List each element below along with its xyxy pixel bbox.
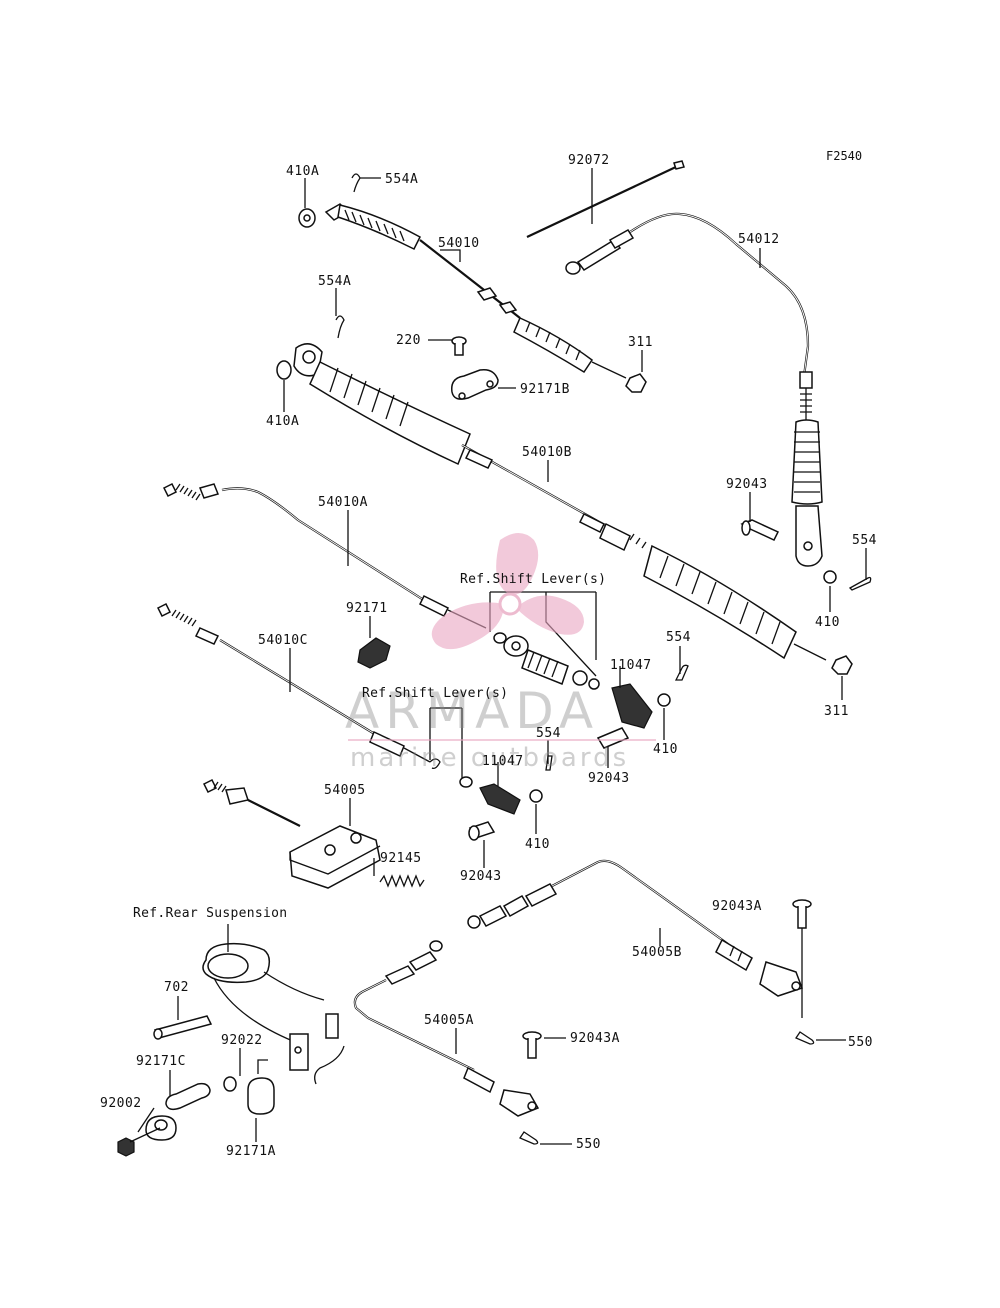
ref-rear-suspension: Ref.Rear Suspension [133, 906, 287, 921]
label-54010b: 54010B [522, 445, 572, 460]
washer-410-right [823, 570, 837, 584]
label-92072: 92072 [568, 153, 610, 168]
boot-54010b-left [309, 360, 471, 466]
label-550-right: 550 [848, 1035, 873, 1050]
cable-54010a [162, 482, 487, 629]
label-11047-top: 11047 [610, 658, 652, 673]
pin-92043a-lower [522, 1031, 542, 1059]
cable-54010b [276, 315, 853, 675]
pin-554a-top [351, 173, 361, 193]
ref-shift-lever-2: Ref.Shift Lever(s) [362, 686, 508, 701]
clevis-54005a [499, 1089, 540, 1117]
label-554-right: 554 [852, 533, 877, 548]
label-92145: 92145 [380, 851, 422, 866]
pin-550-lower [519, 1131, 539, 1145]
label-54010a: 54010A [318, 495, 368, 510]
label-554a-top: 554A [385, 172, 418, 187]
cable-54005b [467, 859, 803, 997]
watermark: ARMADA marine outboards [345, 533, 656, 773]
washer-92022 [223, 1076, 237, 1092]
pin-554a-mid [335, 315, 345, 339]
rod-702 [153, 1015, 213, 1039]
label-92171c: 92171C [136, 1054, 186, 1069]
label-554a-mid: 554A [318, 274, 351, 289]
label-311-top: 311 [628, 335, 653, 350]
label-410-right: 410 [815, 615, 840, 630]
pin-550-right [795, 1031, 815, 1045]
label-54005b: 54005B [632, 945, 682, 960]
bolt-92002 [117, 1137, 135, 1157]
clip-92171 [357, 637, 391, 669]
clamp-92171b [451, 368, 499, 400]
cable-54010 [298, 173, 647, 393]
nut-311-top [625, 373, 647, 393]
cable-54005a [353, 940, 540, 1117]
label-92171: 92171 [346, 601, 388, 616]
shift-assembly-upper [493, 632, 689, 749]
bracket-54005 [289, 825, 381, 889]
label-92043-center: 92043 [588, 771, 630, 786]
joint-11047-center [479, 783, 521, 815]
leader-lines [137, 168, 867, 1145]
shift-assembly-lower [429, 755, 553, 841]
label-54005: 54005 [324, 783, 366, 798]
label-410-center: 410 [525, 837, 550, 852]
label-92002: 92002 [100, 1096, 142, 1111]
bolt-220 [451, 336, 467, 356]
ref-shift-lever-1: Ref.Shift Lever(s) [460, 572, 606, 587]
label-92171b: 92171B [520, 382, 570, 397]
washer-410a-mid [276, 360, 292, 380]
spring-92145 [379, 874, 425, 888]
propeller-logo [431, 533, 584, 650]
label-54012: 54012 [738, 232, 780, 247]
rod-92072 [526, 160, 685, 238]
nut-311-bottom [831, 655, 853, 675]
pin-554-center [545, 755, 553, 771]
pin-92043-right [740, 519, 780, 541]
clevis-54005b [759, 961, 803, 997]
label-92043a-lower: 92043A [570, 1031, 620, 1046]
pin-92043-center [596, 727, 630, 749]
label-11047-center: 11047 [482, 754, 524, 769]
cable-54005 [202, 778, 381, 889]
label-92043a-right: 92043A [712, 899, 762, 914]
joint-11047-top [611, 683, 653, 729]
pin-554-mid [674, 664, 689, 681]
label-550-lower: 550 [576, 1137, 601, 1152]
washer-410-mid [657, 693, 671, 707]
label-410a-top: 410A [286, 164, 319, 179]
pin-92043a-right [792, 899, 812, 929]
watermark-tagline: marine outboards [350, 743, 629, 773]
pedal-assembly [202, 942, 345, 1085]
cable-54010c [156, 602, 431, 763]
label-92022: 92022 [221, 1033, 263, 1048]
watermark-brand: ARMADA [345, 682, 599, 740]
clamp-92171c [165, 1082, 211, 1111]
label-92043-right: 92043 [726, 477, 768, 492]
boot-54010-right [513, 317, 594, 374]
label-554-center: 554 [536, 726, 561, 741]
label-554-mid: 554 [666, 630, 691, 645]
label-54010: 54010 [438, 236, 480, 251]
label-54010c: 54010C [258, 633, 308, 648]
clevis-54012 [795, 505, 823, 567]
pad-92171a [247, 1077, 275, 1115]
label-54005a: 54005A [424, 1013, 474, 1028]
label-220: 220 [396, 333, 421, 348]
cable-54012 [565, 212, 823, 567]
label-410-mid: 410 [653, 742, 678, 757]
washer-410-center [529, 789, 543, 803]
diagram-code: F2540 [826, 149, 862, 163]
label-410a-mid: 410A [266, 414, 299, 429]
label-92171a: 92171A [226, 1144, 276, 1159]
label-702: 702 [164, 980, 189, 995]
label-92043-lower: 92043 [460, 869, 502, 884]
label-311-bottom: 311 [824, 704, 849, 719]
pin-554-right [848, 576, 872, 591]
